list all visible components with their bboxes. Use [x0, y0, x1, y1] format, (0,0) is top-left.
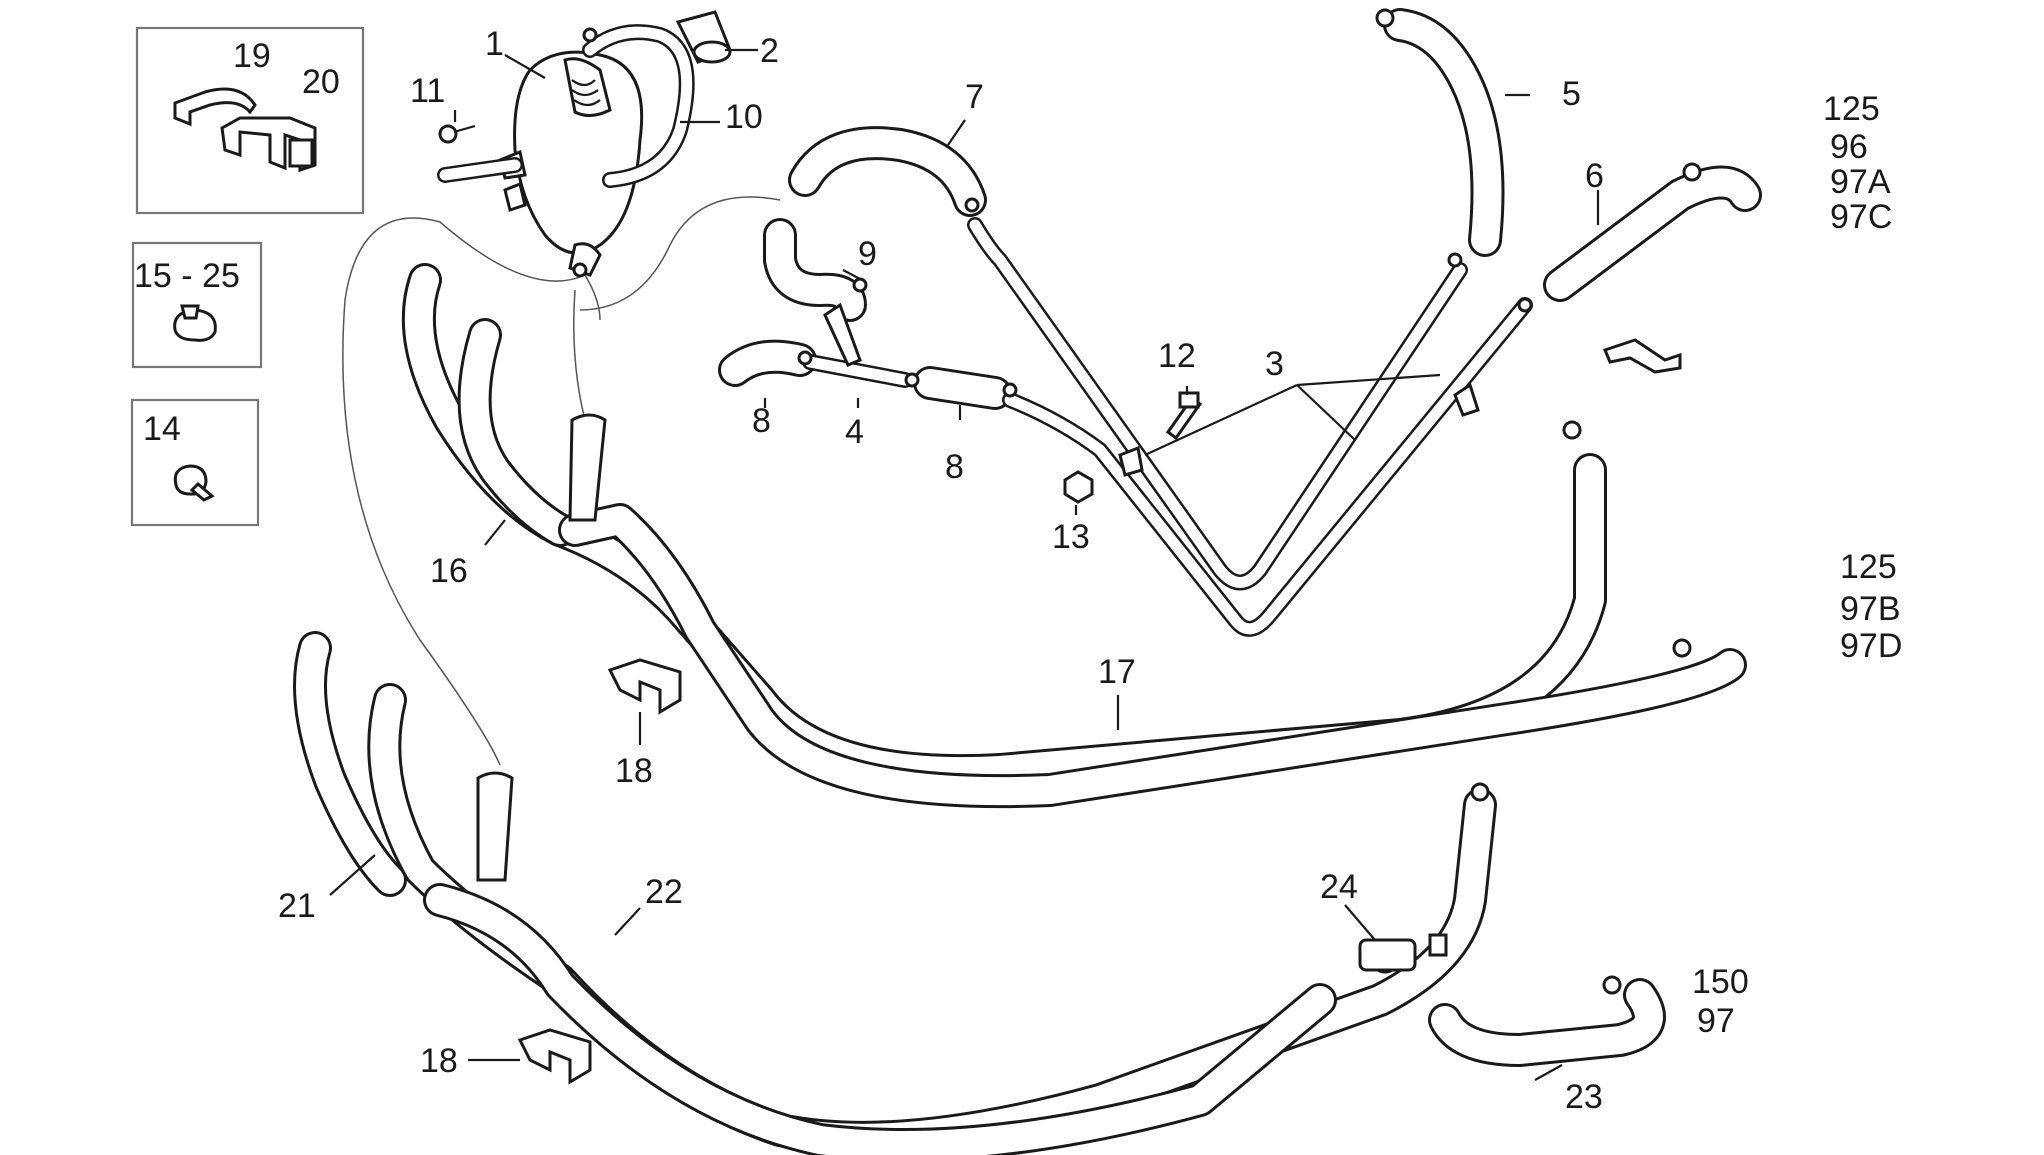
- callout-21: 21: [278, 887, 316, 925]
- variant-code: 97C: [1830, 198, 1892, 236]
- nut-13-icon: [1063, 470, 1094, 504]
- callout-13: 13: [1052, 518, 1090, 556]
- callout-24: 24: [1320, 868, 1358, 906]
- callout-11: 11: [410, 72, 445, 110]
- overflow-tube-a: [342, 217, 586, 766]
- callout-20: 20: [302, 63, 340, 101]
- variant-code: 97B: [1840, 590, 1901, 628]
- bracket-18-lower-icon: [517, 1028, 592, 1085]
- variant-code: 97: [1697, 1002, 1735, 1040]
- variant-code: 150: [1692, 963, 1749, 1001]
- leader-lines: [329, 48, 1600, 1081]
- bracket-icon: [1602, 338, 1682, 374]
- callout-14: 14: [143, 410, 181, 448]
- callout-3: 3: [1265, 345, 1284, 383]
- callout-19: 19: [233, 37, 271, 75]
- inset-box-clips-19-20: [135, 26, 365, 215]
- valve-24-icon: [1358, 933, 1448, 974]
- clip-19-icon: [173, 87, 257, 127]
- callout-18-upper: 18: [615, 752, 653, 790]
- callout-18-lower: 18: [420, 1042, 458, 1080]
- callout-23: 23: [1565, 1078, 1603, 1116]
- callout-12: 12: [1158, 337, 1196, 375]
- callout-9: 9: [858, 235, 877, 273]
- callout-17: 17: [1098, 653, 1136, 691]
- callout-7: 7: [965, 78, 984, 116]
- callout-2: 2: [760, 32, 779, 70]
- callout-5: 5: [1562, 75, 1581, 113]
- variant-code: 97D: [1840, 627, 1902, 665]
- callout-15-25: 15 - 25: [134, 257, 240, 295]
- variant-codes-group-2: 125 97B 97D: [1840, 548, 1902, 665]
- callout-6: 6: [1585, 157, 1604, 195]
- screw-11-icon: [438, 124, 476, 144]
- callout-22: 22: [645, 873, 683, 911]
- callout-8-left: 8: [752, 402, 771, 440]
- callout-10: 10: [725, 98, 763, 136]
- variant-code: 125: [1840, 548, 1897, 586]
- hose-clamps: [572, 8, 1702, 995]
- overflow-tube-c: [579, 196, 781, 311]
- overflow-tube-b: [584, 274, 601, 321]
- bolt-12-icon: [1165, 391, 1203, 441]
- variant-code: 125: [1823, 90, 1880, 128]
- overflow-tube-d: [573, 289, 586, 421]
- callout-1: 1: [485, 25, 504, 63]
- variant-codes-group-3: 150 97: [1692, 963, 1749, 1040]
- variant-code: 96: [1830, 128, 1868, 166]
- variant-code: 97A: [1830, 163, 1891, 201]
- callout-8-right: 8: [945, 448, 964, 486]
- bracket-18-upper-icon: [607, 658, 682, 715]
- callout-4: 4: [845, 413, 864, 451]
- callout-16: 16: [430, 552, 468, 590]
- clip-20-icon: [220, 116, 317, 173]
- variant-codes-group-1: 125 96 97A 97C: [1823, 90, 1892, 236]
- callout-labels: 1 2 10 11 19 20 15 - 25 14 7 5 6 9 12 3 …: [134, 25, 1604, 1116]
- inset-box-clamp-14: [130, 398, 260, 527]
- inset-box-clamp-15-25: [131, 241, 263, 369]
